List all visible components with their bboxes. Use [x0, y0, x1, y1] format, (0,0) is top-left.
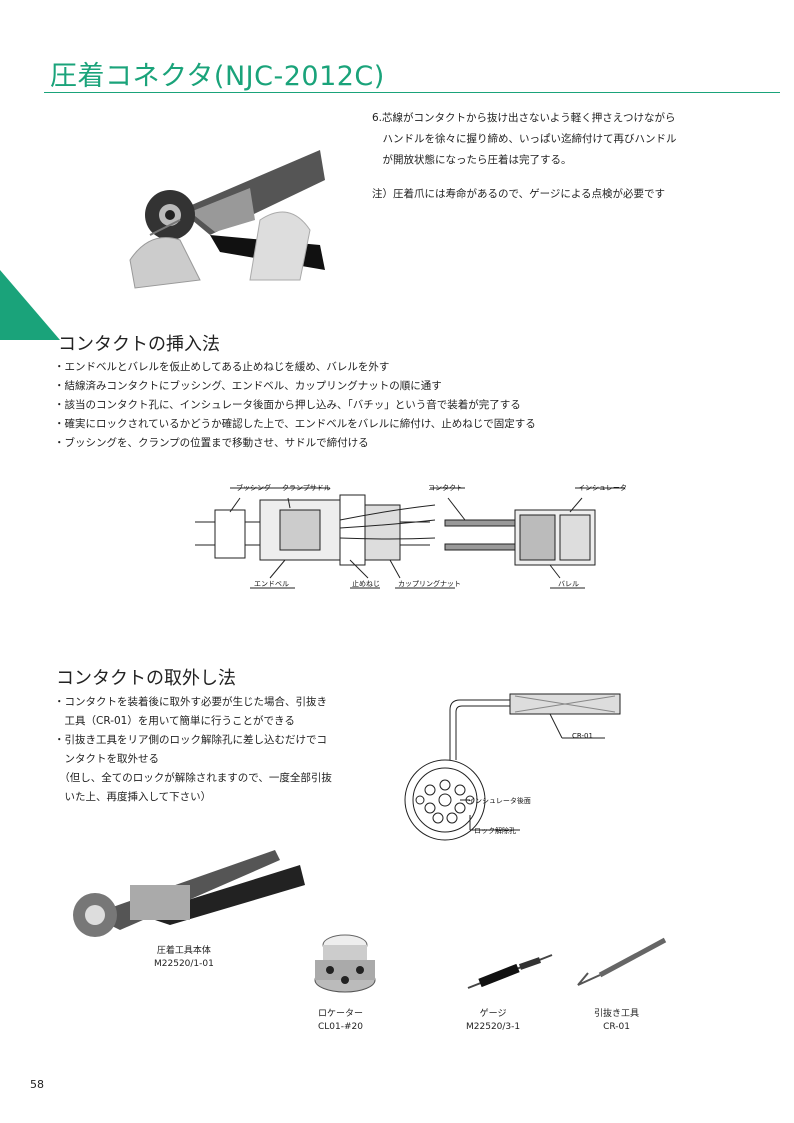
list-item: ・引抜き工具をリア側のロック解除孔に差し込むだけでコ — [54, 734, 327, 746]
list-item: ・エンドベルとバレルを仮止めしてある止めねじを緩め、バレルを外す — [54, 361, 390, 373]
label-tool: CR-01 — [572, 732, 593, 740]
label-insulator: インシュレータ — [578, 484, 627, 492]
removal-heading: コンタクトの取外し法 — [56, 668, 236, 689]
product-gauge: ゲージ M22520/3-1 — [466, 1008, 520, 1034]
insertion-list: ・エンドベルとバレルを仮止めしてある止めねじを緩め、バレルを外す ・結線済みコン… — [54, 358, 536, 453]
product-name: 圧着工具本体 — [156, 946, 211, 956]
label-contact: コンタクト — [428, 484, 463, 492]
list-item: （但し、全てのロックが解除されますので、一度全部引抜 — [54, 772, 332, 784]
removal-list: ・コンタクトを装着後に取外す必要が生じた場合、引抜き 工具（CR-01）を用いて… — [54, 693, 332, 807]
step6-line: ハンドルを徐々に握り締め、いっぱい迄締付けて再びハンドル — [372, 133, 677, 145]
product-extraction-tool: 引抜き工具 CR-01 — [594, 1008, 639, 1034]
product-locator: ロケーター CL01-#20 — [318, 1008, 363, 1034]
page-number: 58 — [30, 1078, 44, 1091]
product-name: ゲージ — [479, 1009, 507, 1019]
list-item: ・該当のコンタクト孔に、インシュレータ後面から押し込み、「バチッ」という音で装着… — [54, 399, 521, 411]
list-item: ンタクトを取外せる — [54, 753, 159, 765]
label-lock-release: ロック解除孔 — [474, 827, 516, 835]
label-barrel: バレル — [558, 580, 579, 588]
crimping-photo — [120, 140, 330, 290]
accent-triangle — [0, 270, 60, 340]
product-name: 引抜き工具 — [594, 1009, 640, 1019]
step6-text: 6.芯線がコンタクトから抜け出さないよう軽く押さえつけながら ハンドルを徐々に握… — [372, 108, 677, 171]
product-code: CL01-#20 — [318, 1022, 363, 1032]
product-code: M22520/3-1 — [466, 1022, 521, 1032]
list-item: 工具（CR-01）を用いて簡単に行うことができる — [54, 715, 295, 727]
label-endbell: エンドベル — [254, 580, 289, 588]
step6-line: が開放状態になったら圧着は完了する。 — [372, 154, 572, 166]
label-clamp-saddle: クランプサドル — [282, 484, 331, 492]
label-coupling-nut: カップリングナット — [398, 580, 461, 588]
list-item: いた上、再度挿入して下さい） — [54, 791, 212, 803]
title-divider — [44, 92, 780, 93]
removal-diagram — [404, 693, 621, 841]
extraction-tool-photo — [577, 937, 667, 986]
label-bushing: ブッシング — [236, 484, 271, 492]
list-item: ・ブッシングを、クランプの位置まで移動させ、サドルで締付ける — [54, 437, 369, 449]
locator-photo — [314, 934, 376, 993]
gauge-photo — [467, 954, 553, 989]
product-crimp-tool: 圧着工具本体 M22520/1-01 — [154, 945, 214, 971]
list-item: ・確実にロックされているかどうか確認した上で、エンドベルをバレルに締付け、止めね… — [54, 418, 536, 430]
product-name: ロケーター — [318, 1009, 364, 1019]
label-set-screw: 止めねじ — [352, 580, 380, 588]
step6-line: 6.芯線がコンタクトから抜け出さないよう軽く押さえつけながら — [372, 112, 676, 124]
insertion-heading: コンタクトの挿入法 — [58, 334, 220, 355]
insertion-diagram — [195, 487, 625, 589]
crimp-tool-photo — [73, 850, 305, 937]
product-code: CR-01 — [603, 1022, 630, 1032]
page-title: 圧着コネクタ(NJC-2012C) — [50, 61, 385, 92]
step6-note: 注）圧着爪には寿命があるので、ゲージによる点検が必要です — [372, 188, 666, 200]
label-insulator-rear: インシュレータ後面 — [468, 797, 531, 805]
list-item: ・コンタクトを装着後に取外す必要が生じた場合、引抜き — [54, 696, 327, 708]
product-code: M22520/1-01 — [154, 959, 214, 969]
list-item: ・結線済みコンタクトにブッシング、エンドベル、カップリングナットの順に通す — [54, 380, 442, 392]
